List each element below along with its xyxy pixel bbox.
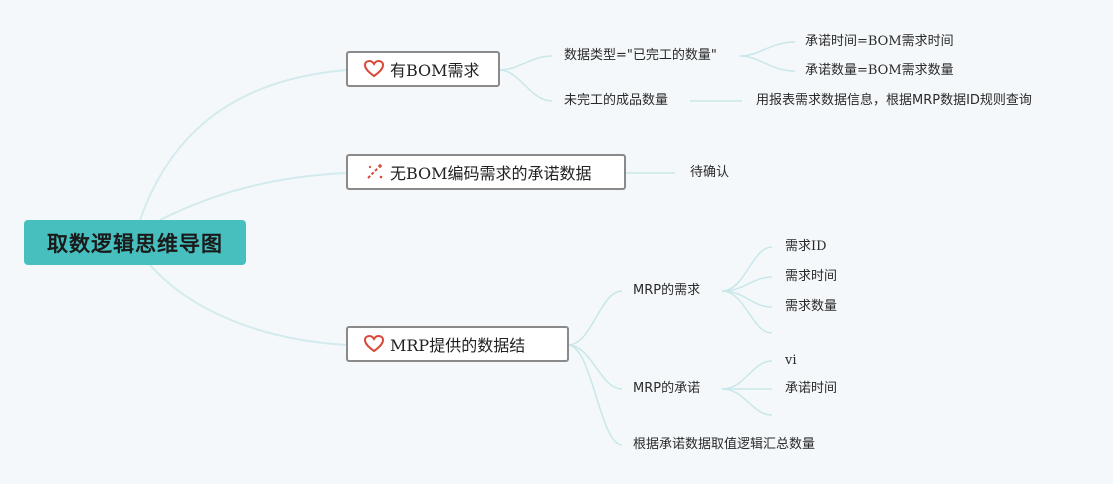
connector-root-to-nobom [159, 172, 348, 221]
node-summary-logic[interactable]: 根据承诺数据取值逻辑汇总数量 [633, 437, 815, 453]
node-mrp-promise[interactable]: MRP的承诺 [633, 381, 700, 397]
topic-bom-demand-label: 有BOM需求 [390, 61, 480, 80]
connector-mrp-to-summary [567, 344, 623, 446]
connector-mrp-to-demand [567, 290, 623, 346]
node-demand-id[interactable]: 需求ID [785, 239, 827, 255]
node-unfinished-qty[interactable]: 未完工的成品数量 [564, 93, 668, 109]
node-demand-qty-label: 需求数量 [785, 299, 838, 314]
node-summary-logic-label: 根据承诺数据取值逻辑汇总数量 [633, 437, 816, 452]
magic-wand-icon [364, 162, 386, 182]
node-promise-qty-bom-label: 承诺数量=BOM需求数量 [805, 63, 954, 78]
node-demand-qty[interactable]: 需求数量 [785, 299, 837, 315]
node-data-type[interactable]: 数据类型="已完工的数量" [564, 48, 717, 64]
connector-bom-to-unfinished [498, 69, 553, 102]
node-promise-qty-bom[interactable]: 承诺数量=BOM需求数量 [805, 63, 954, 79]
node-demand-time[interactable]: 需求时间 [785, 269, 837, 285]
topic-mrp-data[interactable]: MRP提供的数据结 [346, 326, 569, 362]
connector-mrp-to-promise [567, 344, 623, 390]
node-report-query-label: 用报表需求数据信息，根据MRP数据ID规则查询 [756, 93, 1032, 108]
root-topic[interactable]: 取数逻辑思维导图 [24, 220, 246, 265]
connector-datatype-to-time [739, 41, 796, 57]
node-data-type-label: 数据类型="已完工的数量" [564, 48, 717, 63]
heart-icon [364, 59, 386, 79]
node-demand-id-label: 需求ID [785, 239, 827, 254]
connector-promise-to-vi [721, 360, 773, 390]
node-unfinished-qty-label: 未完工的成品数量 [564, 93, 669, 108]
heart-icon [364, 334, 386, 354]
node-promise-time-bom-label: 承诺时间=BOM需求时间 [805, 34, 954, 49]
node-demand-time-label: 需求时间 [785, 269, 838, 284]
connector-demand-to-id [721, 246, 773, 292]
connector-promise-to-empty [721, 388, 773, 416]
node-promise-vi[interactable]: vi [785, 353, 797, 369]
topic-no-bom-promise-label: 无BOM编码需求的承诺数据 [390, 164, 592, 183]
node-mrp-demand[interactable]: MRP的需求 [633, 283, 700, 299]
node-promise-vi-label: vi [785, 353, 797, 368]
topic-mrp-data-label: MRP提供的数据结 [390, 336, 526, 355]
node-pending[interactable]: 待确认 [690, 165, 729, 181]
topic-bom-demand[interactable]: 有BOM需求 [346, 51, 500, 87]
connector-demand-to-empty [721, 290, 773, 334]
node-report-query[interactable]: 用报表需求数据信息，根据MRP数据ID规则查询 [756, 93, 1032, 109]
node-pending-label: 待确认 [690, 165, 730, 180]
node-mrp-promise-label: MRP的承诺 [633, 381, 701, 396]
node-mrp-demand-label: MRP的需求 [633, 283, 701, 298]
root-topic-label: 取数逻辑思维导图 [47, 231, 223, 256]
connector-root-to-mrp [149, 264, 348, 346]
connector-root-to-bom [139, 69, 348, 221]
node-promise-time-bom[interactable]: 承诺时间=BOM需求时间 [805, 34, 954, 50]
connector-datatype-to-qty [739, 55, 796, 72]
topic-no-bom-promise[interactable]: 无BOM编码需求的承诺数据 [346, 154, 626, 190]
connector-bom-to-datatype [498, 55, 553, 71]
node-promise-time[interactable]: 承诺时间 [785, 381, 837, 397]
node-promise-time-label: 承诺时间 [785, 381, 838, 396]
